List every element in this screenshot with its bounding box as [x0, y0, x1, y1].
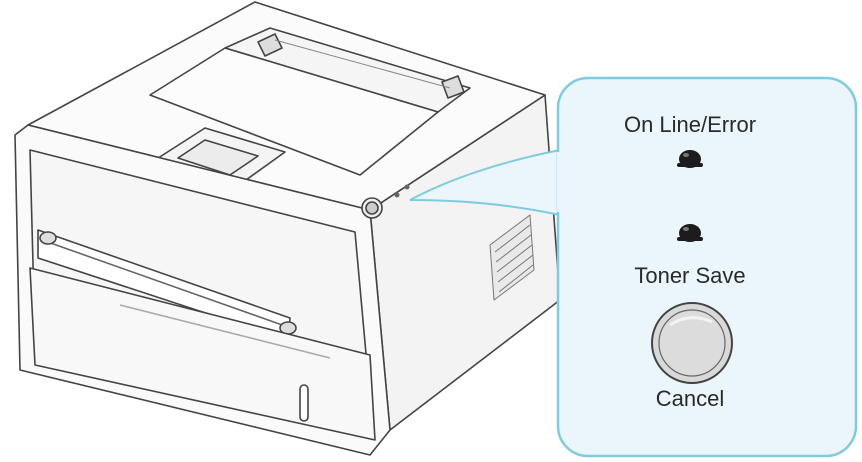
toner-save-label: Toner Save — [634, 263, 746, 288]
cancel-label: Cancel — [655, 386, 725, 411]
paper-cassette — [29, 267, 376, 441]
online-error-led — [677, 150, 703, 168]
paper-level-indicator — [299, 384, 309, 422]
toner-save-led — [677, 224, 703, 242]
paper-guide-right — [441, 75, 465, 99]
control-panel-callout — [556, 76, 858, 458]
printer-illustration — [14, 1, 561, 456]
roller-left-end — [39, 231, 57, 245]
online-error-label: On Line/Error — [623, 112, 757, 137]
printer-led-small-1 — [394, 192, 400, 198]
cancel-button[interactable] — [651, 302, 733, 384]
paper-guide-left — [257, 33, 283, 57]
printer-led-small-2 — [404, 184, 410, 190]
side-vent — [489, 214, 535, 301]
